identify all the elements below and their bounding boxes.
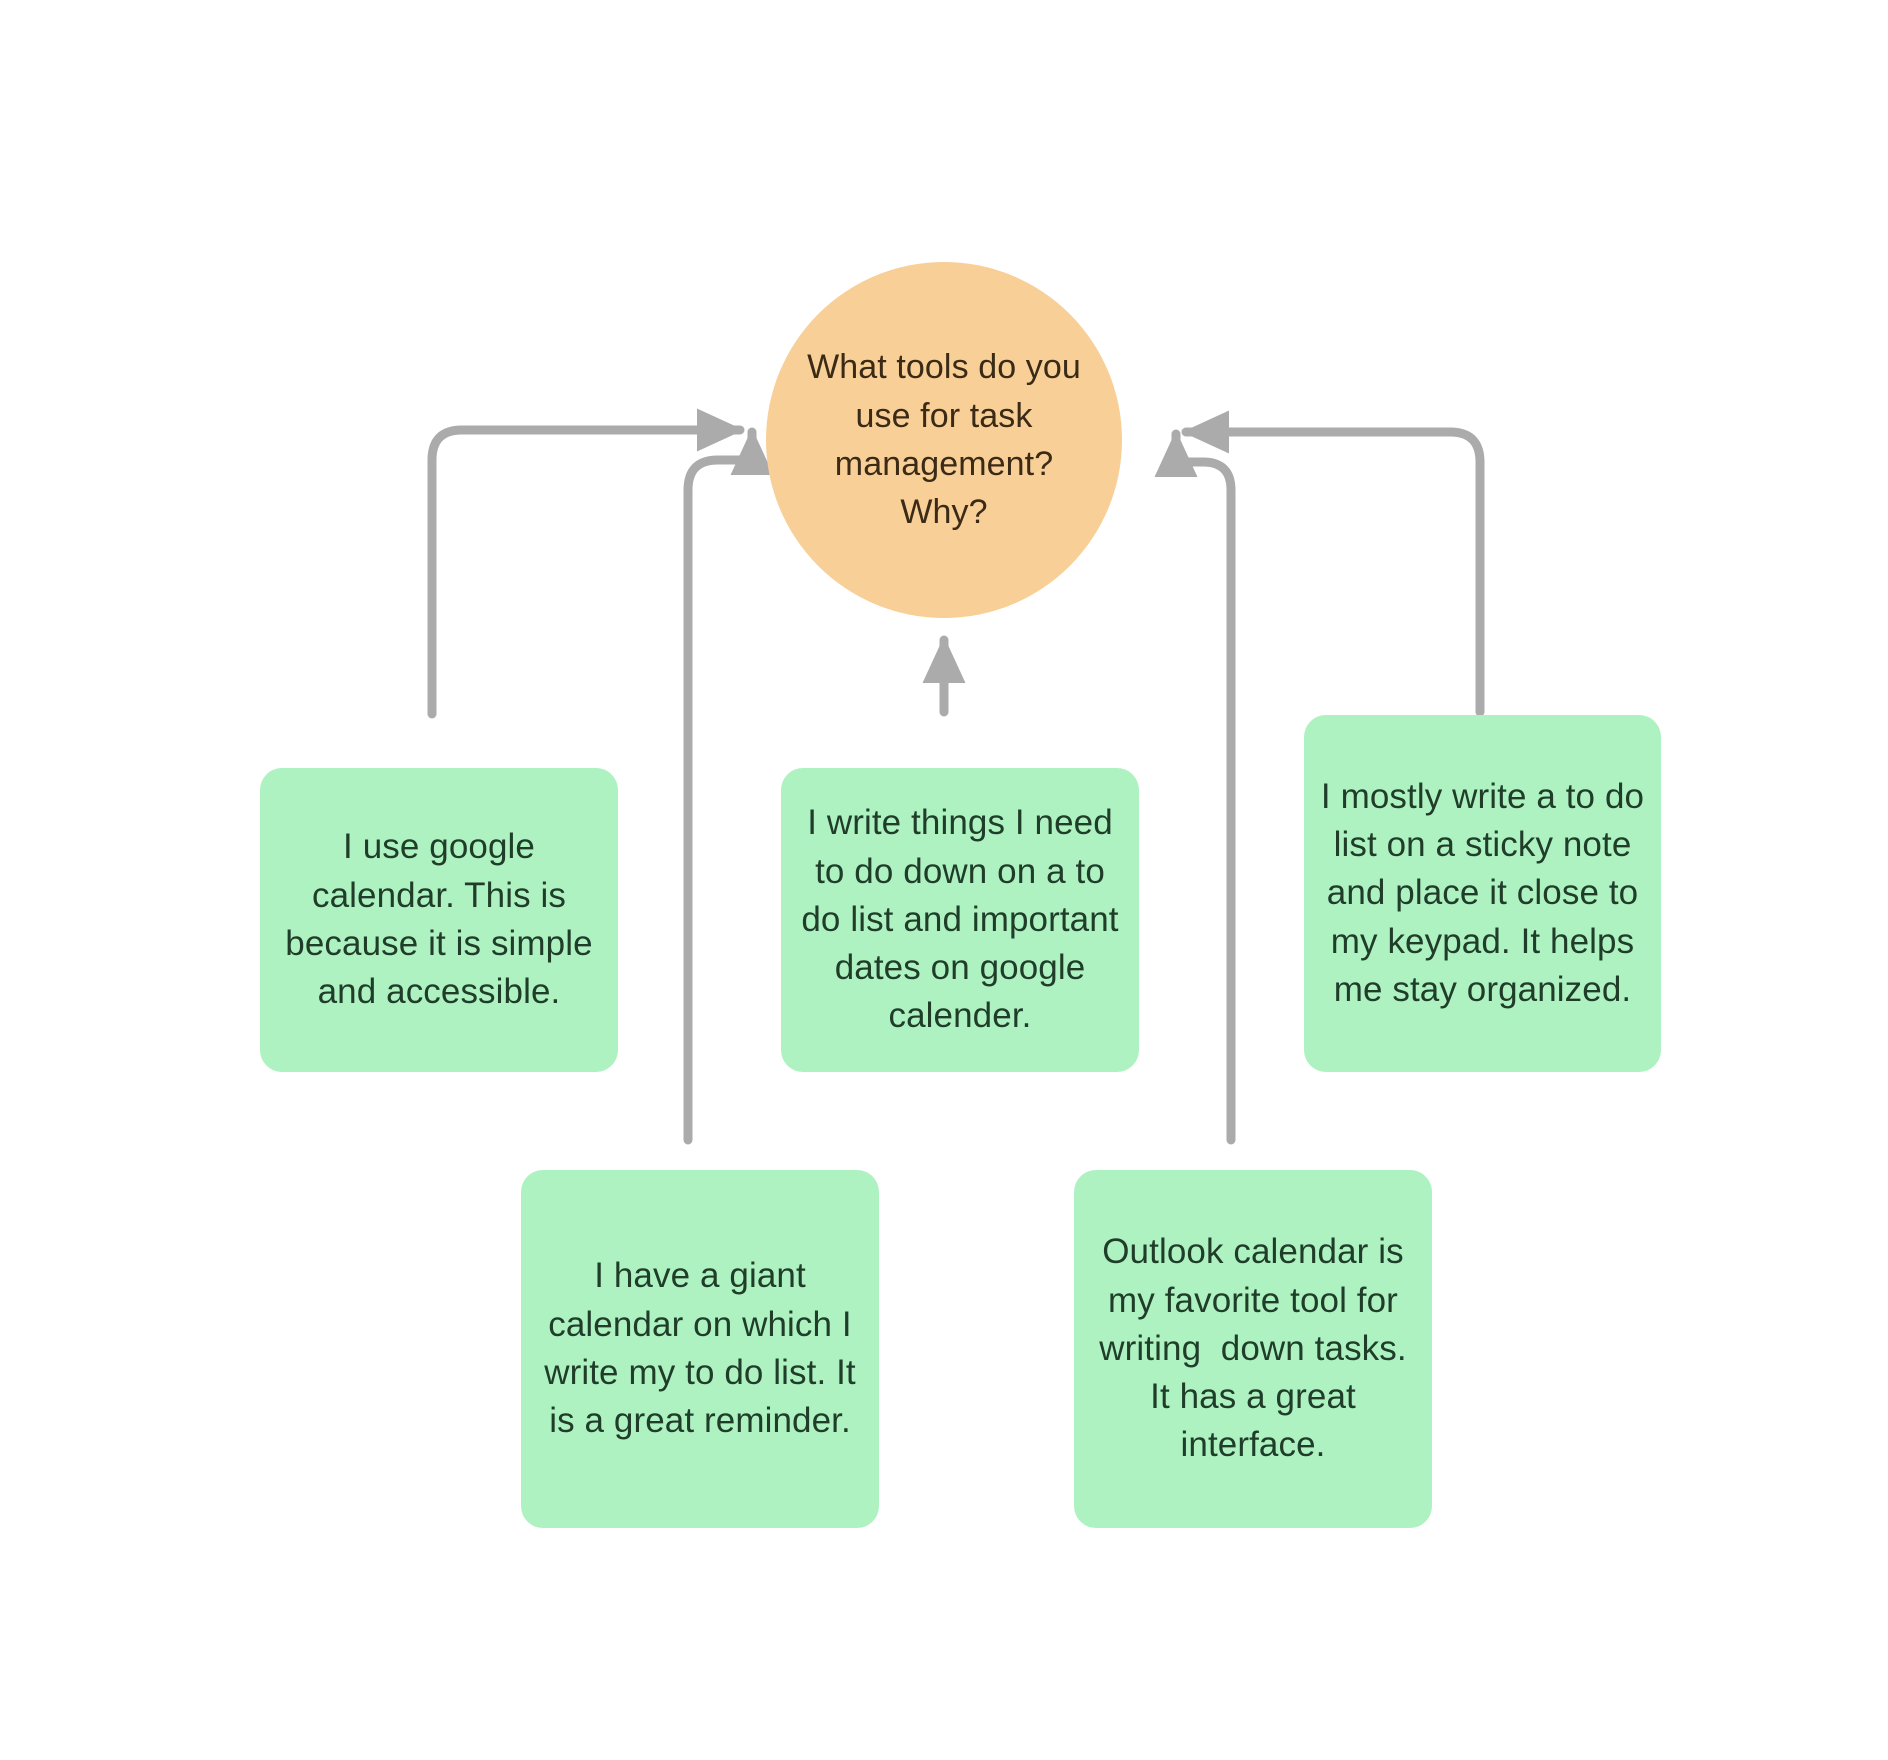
answer-node-1[interactable]: I use google calendar. This is because i… bbox=[260, 768, 618, 1072]
edge-answer-3-path bbox=[1181, 410, 1485, 717]
central-question-node[interactable]: What tools do you use for task managemen… bbox=[766, 262, 1122, 618]
answer-node-2-text: I write things I need to do down on a to… bbox=[801, 803, 1129, 1036]
edge-answer-5-path bbox=[1154, 429, 1236, 1145]
answer-node-3-text: I mostly write a to do list on a sticky … bbox=[1320, 776, 1654, 1009]
answer-node-4-text: I have a giant calendar on which I write… bbox=[544, 1256, 866, 1441]
edge-answer-4-path bbox=[683, 427, 774, 1145]
answer-node-5[interactable]: Outlook calendar is my favorite tool for… bbox=[1074, 1170, 1432, 1528]
central-question-text: What tools do you use for task managemen… bbox=[807, 348, 1091, 532]
answer-node-4[interactable]: I have a giant calendar on which I write… bbox=[521, 1170, 879, 1528]
answer-node-1-text: I use google calendar. This is because i… bbox=[285, 827, 603, 1012]
answer-node-3[interactable]: I mostly write a to do list on a sticky … bbox=[1304, 715, 1661, 1072]
answer-node-2[interactable]: I write things I need to do down on a to… bbox=[781, 768, 1139, 1072]
answer-node-5-text: Outlook calendar is my favorite tool for… bbox=[1099, 1232, 1417, 1465]
edge-answer-1-path bbox=[427, 408, 745, 719]
